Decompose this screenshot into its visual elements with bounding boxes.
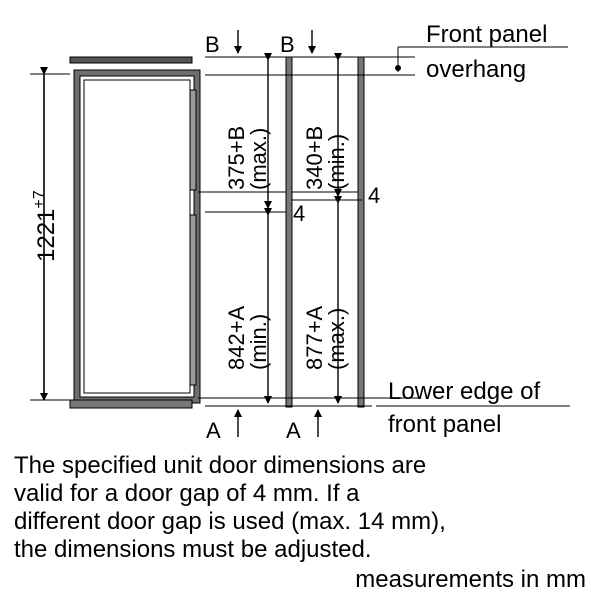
height-dimension: 1221+7 <box>30 67 70 401</box>
svg-text:front panel: front panel <box>388 411 501 438</box>
note-line: the dimensions must be adjusted. <box>14 536 372 563</box>
svg-text:A: A <box>206 418 221 440</box>
dim-upper-left: 375+B (max.) <box>224 53 272 209</box>
dim-upper-right: 340+B (min.) <box>302 53 349 197</box>
svg-text:Front panel: Front panel <box>426 21 547 48</box>
a-marker-right: A <box>286 409 322 440</box>
note-line: different door gap is used (max. 14 mm), <box>14 508 446 535</box>
dim-lower-left: 842+A (min.) <box>224 208 272 404</box>
svg-text:(max.): (max.) <box>324 308 349 370</box>
svg-text:B: B <box>280 32 295 57</box>
svg-text:375+B: 375+B <box>224 126 249 190</box>
appliance-housing <box>69 56 201 409</box>
gap-label-left: 4 <box>293 201 305 226</box>
svg-text:340+B: 340+B <box>302 126 327 190</box>
svg-text:Lower edge of: Lower edge of <box>388 378 540 405</box>
dimension-note: The specified unit door dimensions are v… <box>14 452 594 564</box>
height-label: 1221+7 <box>31 190 60 262</box>
svg-text:877+A: 877+A <box>302 305 327 370</box>
svg-text:(max.): (max.) <box>246 128 271 190</box>
note-line: The specified unit door dimensions are <box>14 452 427 479</box>
front-panel-callout: Front panel overhang <box>395 21 568 83</box>
svg-text:842+A: 842+A <box>224 305 249 370</box>
units-label: measurements in mm <box>355 566 586 593</box>
b-marker-left: B <box>205 30 242 57</box>
door-panel-right <box>357 56 365 408</box>
svg-text:(min.): (min.) <box>246 314 271 370</box>
svg-text:B: B <box>205 32 220 57</box>
a-marker-left: A <box>206 409 242 440</box>
note-line: valid for a door gap of 4 mm. If a <box>14 480 360 507</box>
svg-text:(min.): (min.) <box>324 134 349 190</box>
svg-text:overhang: overhang <box>426 56 526 83</box>
b-marker-right: B <box>280 30 316 57</box>
reference-lines <box>198 56 420 407</box>
installation-diagram: 1221+7 B B 375+B (max.) 340 <box>30 21 570 440</box>
dim-lower-right: 877+A (max.) <box>302 196 349 404</box>
svg-text:A: A <box>286 418 301 440</box>
lower-edge-callout: Lower edge of front panel <box>376 378 570 438</box>
door-panel-left <box>285 56 293 408</box>
gap-label-right: 4 <box>368 183 380 208</box>
